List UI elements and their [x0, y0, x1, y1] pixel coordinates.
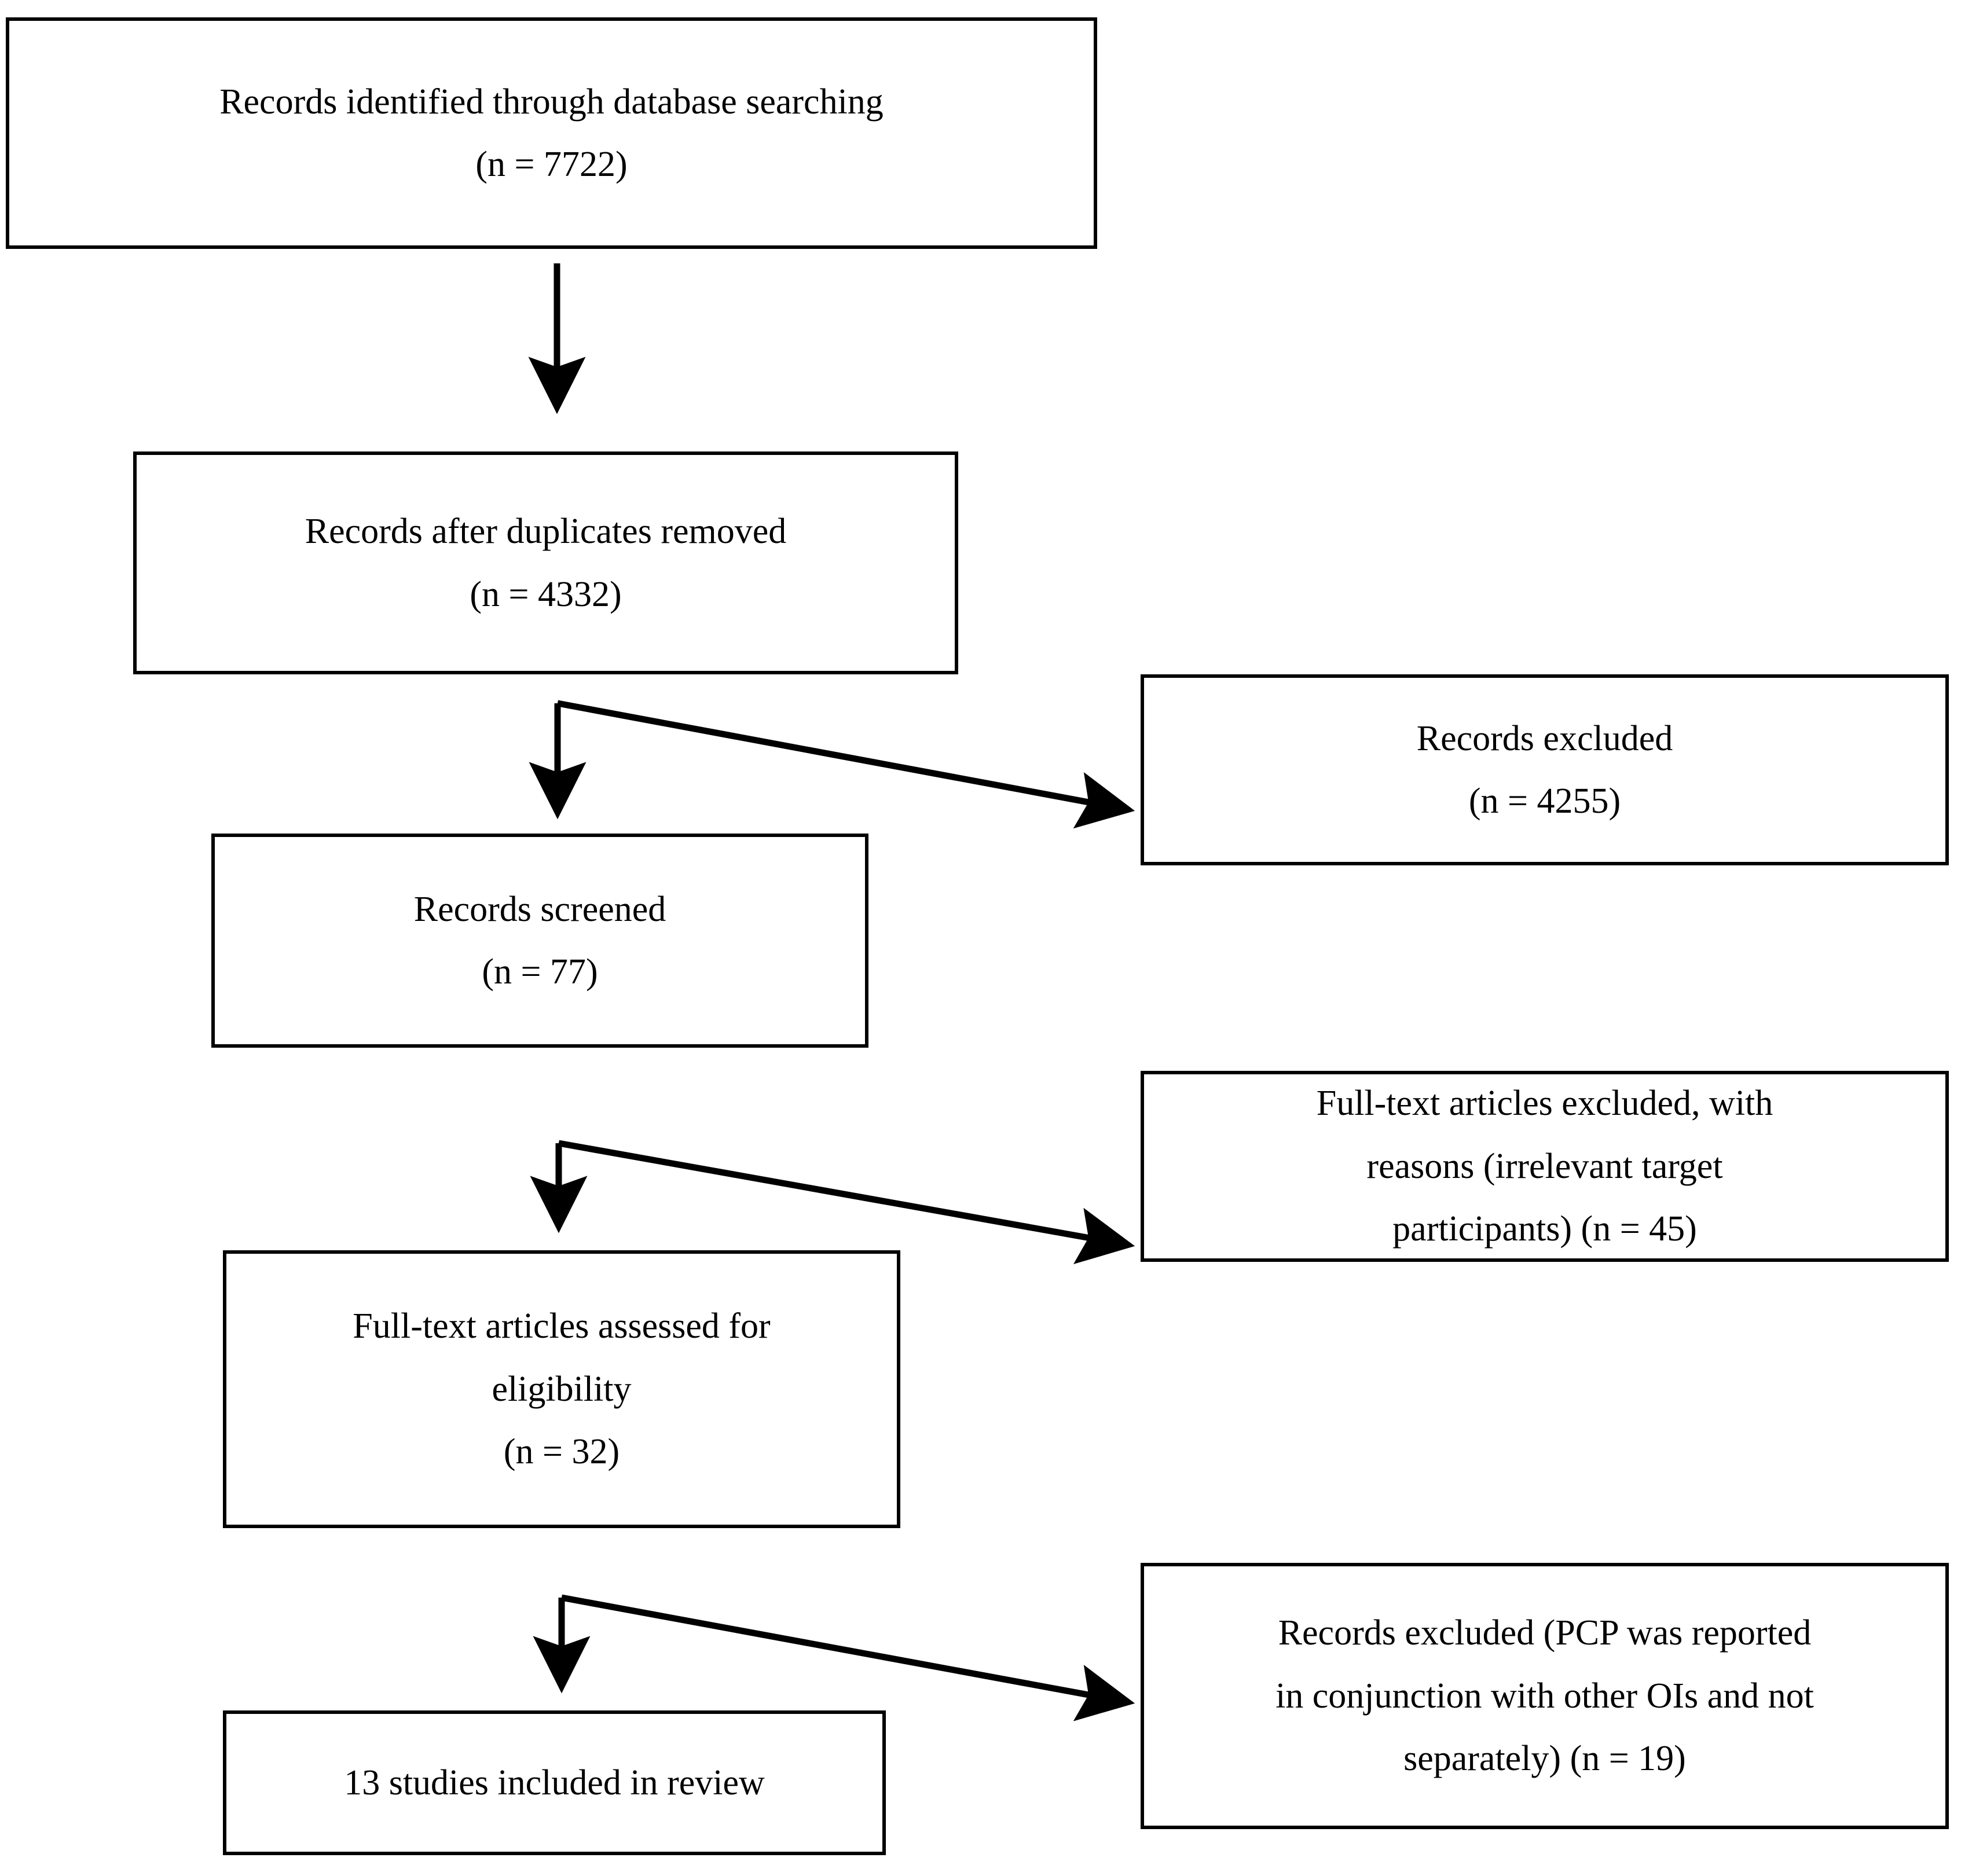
full-text-assessed-label-line2: eligibility [492, 1369, 632, 1409]
full-text-assessed-label-line1: Full-text articles assessed for [353, 1306, 771, 1346]
records-identified-label: Records identified through database sear… [219, 82, 884, 122]
full-text-excluded-count: participants) (n = 45) [1392, 1209, 1697, 1249]
arrow-fulltext-to-pcp-excluded [561, 1594, 1135, 1721]
records-excluded-pcp-label-line1: Records excluded (PCP was reported [1278, 1613, 1812, 1653]
node-records-screened[interactable]: Records screened (n = 77) [211, 834, 868, 1048]
node-studies-included-in-review[interactable]: 13 studies included in review [223, 1710, 886, 1855]
node-records-after-duplicates-removed[interactable]: Records after duplicates removed (n = 43… [133, 451, 958, 674]
arrow-screened-to-fulltext-excluded [558, 1140, 1135, 1265]
records-excluded-count: (n = 4255) [1468, 781, 1621, 821]
full-text-excluded-label-line1: Full-text articles excluded, with [1316, 1084, 1773, 1124]
records-excluded-label: Records excluded [1416, 718, 1673, 758]
arrow-dedup-to-records-excluded [556, 700, 1135, 829]
records-identified-count: (n = 7722) [475, 145, 628, 184]
node-records-excluded-pcp[interactable]: Records excluded (PCP was reported in co… [1141, 1563, 1949, 1829]
records-after-duplicates-count: (n = 4332) [470, 574, 622, 614]
node-records-excluded[interactable]: Records excluded (n = 4255) [1141, 674, 1949, 865]
node-full-text-articles-excluded[interactable]: Full-text articles excluded, with reason… [1141, 1071, 1949, 1262]
node-records-identified[interactable]: Records identified through database sear… [6, 17, 1097, 249]
node-full-text-articles-assessed[interactable]: Full-text articles assessed for eligibil… [223, 1250, 900, 1528]
records-excluded-pcp-label-line2: in conjunction with other OIs and not [1275, 1676, 1814, 1716]
records-screened-label: Records screened [413, 889, 666, 929]
studies-included-label: 13 studies included in review [344, 1763, 765, 1802]
records-excluded-pcp-count: separately) (n = 19) [1403, 1739, 1686, 1779]
records-screened-count: (n = 77) [482, 952, 598, 992]
full-text-excluded-label-line2: reasons (irrelevant target [1366, 1146, 1723, 1186]
records-after-duplicates-label: Records after duplicates removed [305, 512, 787, 551]
full-text-assessed-count: (n = 32) [503, 1432, 620, 1472]
